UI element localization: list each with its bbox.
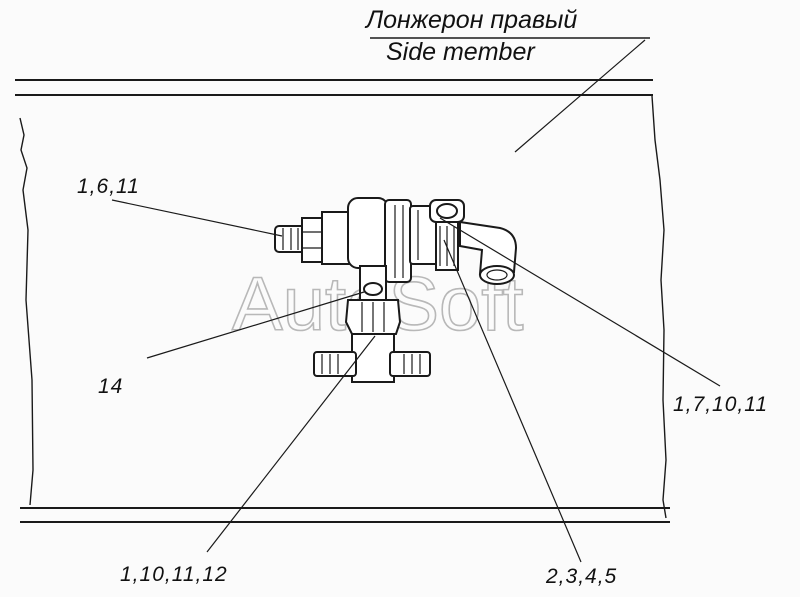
callout-1-6-11: 1,6,11 — [77, 175, 140, 198]
title-leader-line — [514, 39, 646, 153]
callout-2-3-4-5: 2,3,4,5 — [545, 565, 617, 588]
leader-14 — [146, 291, 365, 359]
leader-2-3-4-5 — [443, 239, 582, 563]
title-english: Side member — [386, 38, 536, 66]
leader-1-7-10-11 — [439, 217, 721, 387]
callout-1-10-11-12: 1,10,11,12 — [120, 563, 228, 586]
leader-1-10-11-12 — [206, 335, 376, 553]
title-russian: Лонжерон правый — [364, 6, 577, 34]
side-member-frame — [15, 79, 670, 523]
callout-14: 14 — [98, 375, 123, 398]
callout-1-7-10-11: 1,7,10,11 — [673, 393, 768, 416]
title-block: Лонжерон правый Side member — [364, 6, 650, 153]
leader-lines — [111, 199, 721, 563]
leader-1-6-11 — [111, 199, 283, 237]
